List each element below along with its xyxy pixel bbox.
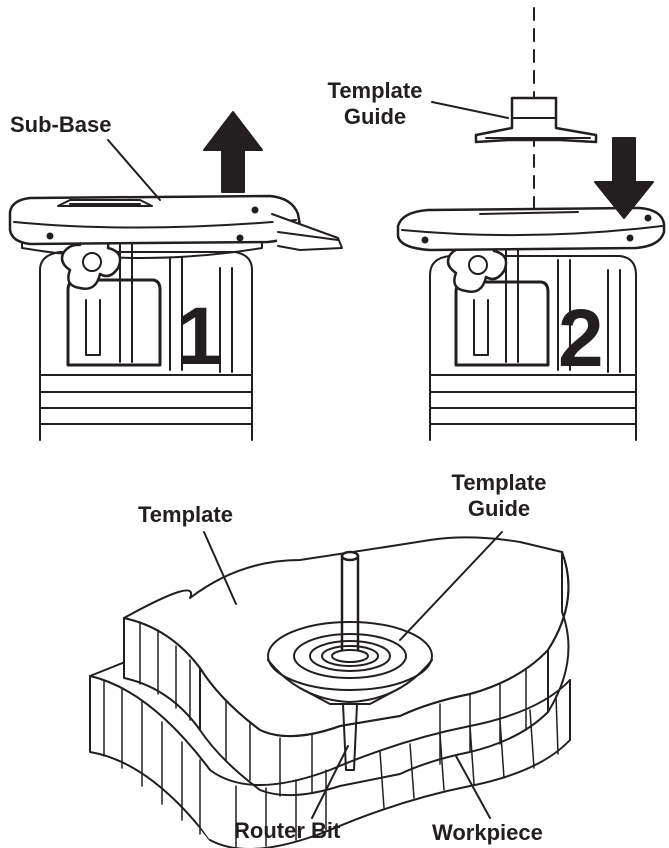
- template-guide-top-leader: [431, 101, 509, 119]
- template-guide-part: [474, 96, 598, 144]
- router-base-plate-step-2: [396, 206, 666, 252]
- template-guide-bottom-label-line-1: Template: [451, 470, 547, 495]
- step-1-number: 1: [176, 291, 222, 382]
- template-guide-bottom-label-line-2: Guide: [467, 496, 531, 521]
- template-leader: [203, 531, 237, 605]
- template-guide-bottom-label: Template Guide: [440, 470, 558, 522]
- router-bit-label: Router Bit: [234, 818, 341, 843]
- down-arrow-icon: [594, 137, 654, 219]
- template-guide-top-label-line-1: Template: [327, 78, 423, 103]
- sub-base-plate: [8, 194, 343, 251]
- router-bit-leader: [311, 745, 349, 819]
- router-body-step-2: [429, 219, 637, 441]
- up-arrow-icon: [203, 111, 263, 193]
- router-body-step-1: [21, 213, 263, 441]
- template-label: Template: [138, 502, 233, 527]
- template-guide-bottom-leader: [399, 531, 503, 641]
- template-block: [123, 536, 570, 797]
- workpiece-leader: [455, 755, 491, 819]
- step-2-number: 2: [558, 293, 604, 384]
- sub-base-label: Sub-Base: [10, 112, 112, 137]
- workpiece-label: Workpiece: [432, 820, 543, 845]
- template-guide-top-label: Template Guide: [316, 78, 434, 130]
- sub-base-leader: [107, 139, 161, 201]
- template-guide-top-label-line-2: Guide: [343, 104, 407, 129]
